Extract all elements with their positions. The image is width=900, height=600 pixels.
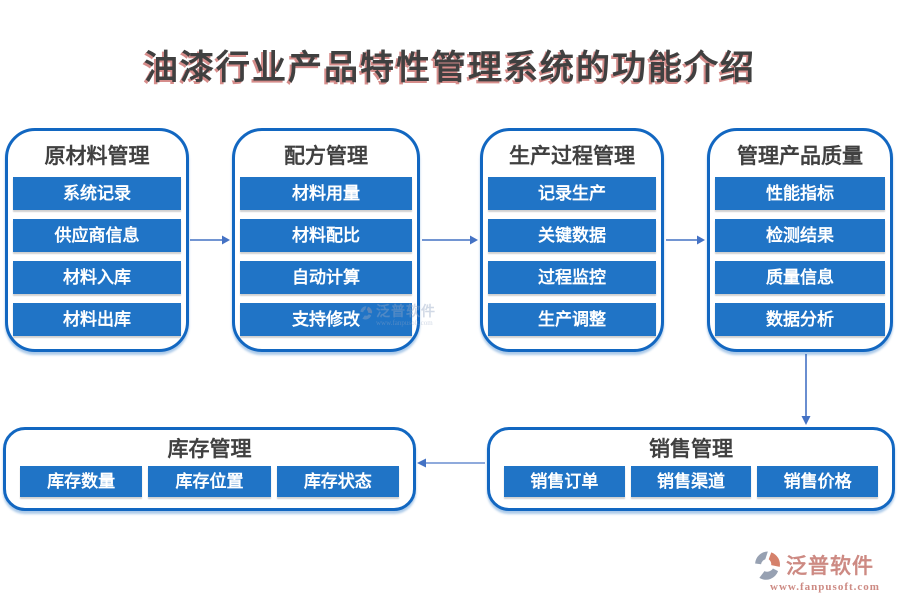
- module-title: 原材料管理: [44, 144, 150, 168]
- module-title: 管理产品质量: [737, 144, 863, 168]
- feature-item: 质量信息: [715, 261, 885, 294]
- module-inventory-management: 库存管理 库存数量 库存位置 库存状态: [3, 427, 416, 511]
- module-title: 生产过程管理: [509, 144, 635, 168]
- feature-item: 支持修改: [240, 303, 412, 336]
- module-title: 销售管理: [649, 437, 733, 461]
- arrow-sales-to-inventory: [417, 458, 485, 468]
- logo-url: www.fanpusoft.com: [770, 581, 880, 593]
- feature-item: 材料入库: [13, 261, 181, 294]
- feature-item: 系统记录: [13, 177, 181, 210]
- feature-item: 库存状态: [276, 466, 399, 497]
- feature-item-row: 销售订单 销售渠道 销售价格: [490, 466, 892, 497]
- arrow-quality-to-sales: [801, 354, 811, 425]
- module-formula-management: 配方管理 材料用量 材料配比 自动计算 支持修改: [232, 128, 420, 352]
- feature-item: 销售渠道: [630, 466, 752, 497]
- feature-item: 过程监控: [488, 261, 656, 294]
- module-title: 配方管理: [284, 144, 368, 168]
- feature-item: 生产调整: [488, 303, 656, 336]
- feature-item: 关键数据: [488, 219, 656, 252]
- feature-item: 库存位置: [148, 466, 271, 497]
- module-sales-management: 销售管理 销售订单 销售渠道 销售价格: [487, 427, 895, 511]
- module-product-quality-management: 管理产品质量 性能指标 检测结果 质量信息 数据分析: [707, 128, 893, 352]
- module-raw-material-management: 原材料管理 系统记录 供应商信息 材料入库 材料出库: [5, 128, 189, 352]
- arrow-production-to-quality: [666, 235, 705, 245]
- feature-item-row: 库存数量 库存位置 库存状态: [6, 466, 413, 497]
- feature-item: 库存数量: [20, 466, 143, 497]
- feature-item: 性能指标: [715, 177, 885, 210]
- module-title: 库存管理: [167, 437, 252, 461]
- feature-item: 数据分析: [715, 303, 885, 336]
- feature-item: 材料用量: [240, 177, 412, 210]
- diagram-title: 油漆行业产品特性管理系统的功能介绍: [144, 50, 756, 87]
- feature-item: 销售价格: [757, 466, 879, 497]
- feature-item: 检测结果: [715, 219, 885, 252]
- module-production-process-management: 生产过程管理 记录生产 关键数据 过程监控 生产调整: [480, 128, 664, 352]
- arrow-raw-to-formula: [190, 235, 230, 245]
- feature-item: 供应商信息: [13, 219, 181, 252]
- fanpu-logo-icon: [755, 551, 780, 580]
- feature-item: 材料配比: [240, 219, 412, 252]
- logo-name: 泛普软件: [786, 554, 874, 578]
- feature-item: 自动计算: [240, 261, 412, 294]
- fanpu-logo: 泛普软件 www.fanpusoft.com: [750, 549, 900, 593]
- feature-item: 销售订单: [504, 466, 625, 497]
- arrow-formula-to-production: [422, 235, 478, 245]
- feature-item: 材料出库: [13, 303, 181, 336]
- feature-item: 记录生产: [488, 177, 656, 210]
